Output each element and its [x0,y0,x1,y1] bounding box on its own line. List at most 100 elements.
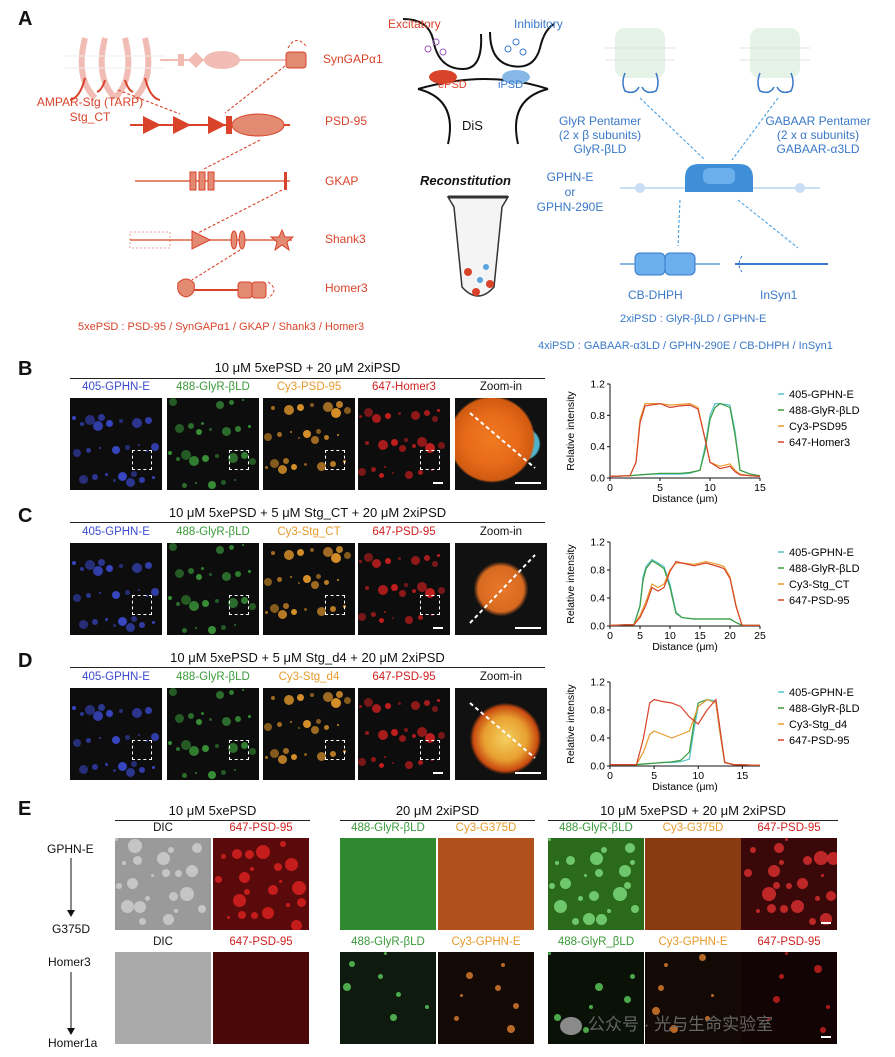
y-axis-label: Relative intensity [565,391,577,471]
fluorescence-image [340,952,436,1044]
series-line [610,698,761,766]
legend-label: 488-GlyR-βLD [789,703,860,715]
glyr-sub: (2 x β subunits) [558,128,642,142]
dic-image [115,838,211,930]
series-line [609,560,760,626]
panel-e-col1-title: 10 μM 5xePSD [168,803,257,818]
channel-label: Cy3-GPHN-E [451,936,521,948]
gphn-or-label: or [564,185,576,199]
panel-letter-a: A [18,8,33,30]
fluorescence-image [645,838,741,930]
panel-letter-e: E [18,798,32,820]
channel-label: 405-GPHN-E [82,526,150,538]
x-tick-label: 5 [651,770,657,782]
series-line [609,403,761,477]
row2-arrow-icon [67,972,75,1035]
synapse-diagram [402,18,555,297]
row1-left-bottom: G375D [52,922,91,936]
x-tick-label: 10 [704,482,716,494]
channel-label: DIC [153,936,173,948]
zoom-in-image [455,543,547,635]
glyr-name: GlyR-βLD [573,142,627,156]
fluorescence-image [167,543,259,635]
channel-label: 647-Homer3 [372,381,436,393]
row1-arrow-icon [67,858,75,917]
insyn1-label: InSyn1 [760,288,798,302]
series-line [609,402,761,477]
channel-label: 405-GPHN-E [82,381,150,393]
ipsd-protein-schematic [605,28,828,276]
expsd-definition: 5xePSD : PSD-95 / SynGAPα1 / GKAP / Shan… [78,321,365,333]
panel-e-col3-title: 10 μM 5xePSD + 20 μM 2xiPSD [600,803,786,818]
row1-left-top: GPHN-E [47,842,94,856]
channel-label: Cy3-G375D [662,822,724,834]
channel-label: 488-GlyR-βLD [559,822,633,834]
epsd-protein-schematic [65,37,307,299]
channel-label: 647-PSD-95 [372,671,436,683]
series-line [609,560,760,626]
channel-label: 647-PSD-95 [757,936,821,948]
gaba-sub: (2 x α subunits) [776,128,860,142]
y-tick-label: 1.2 [590,379,605,391]
cbdhph-label: CB-DHPH [628,288,683,302]
legend-label: Cy3-Stg_d4 [789,719,847,731]
y-tick-label: 0.8 [590,410,605,422]
x-tick-label: 0 [607,770,613,782]
y-tick-label: 1.2 [590,537,605,549]
x-axis-label: Distance (μm) [652,493,718,504]
panel-e-col2-title: 20 μM 2xiPSD [395,803,480,818]
watermark: 公众号 · 光与生命实验室 [560,1010,773,1035]
channel-label: Zoom-in [479,526,523,538]
row2-left-top: Homer3 [48,955,91,969]
chart-axes [609,384,760,479]
fluorescence-image [548,838,644,930]
y-tick-label: 0.4 [590,593,605,605]
fluorescence-image [645,952,741,1044]
gphn-e-label: GPHN-E [546,170,594,184]
channel-label: 488-GlyR-βLD [176,526,250,538]
fluorescence-image [213,952,309,1044]
glyr-title: GlyR Pentamer [558,114,642,128]
zoom-in-image [455,398,547,490]
channel-label: Cy3-Stg_CT [277,526,341,538]
epsd-label: ePSD [438,79,467,91]
fluorescence-image [438,838,534,930]
ampar-label: AMPAR-Stg (TARP) [36,95,144,109]
gaba-name: GABAAR-α3LD [776,142,860,156]
fluorescence-image [358,543,450,635]
channel-label: 488-GlyR-βLD [351,936,425,948]
y-tick-label: 0.4 [590,733,605,745]
series-line [609,402,761,477]
shank3-label: Shank3 [325,232,366,246]
inhibitory-label: Inhibitory [514,17,563,31]
panel-letter-d: D [18,650,33,672]
channel-label: Zoom-in [479,381,523,393]
x-tick-label: 15 [737,770,749,782]
legend-label: 405-GPHN-E [789,547,854,559]
y-tick-label: 0.0 [590,621,605,633]
wechat-icon [560,1016,582,1035]
x-tick-label: 10 [664,630,676,642]
fourxi-definition: 4xiPSD : GABAAR-α3LD / GPHN-290E / CB-DH… [538,340,833,352]
fluorescence-image [263,688,355,780]
x-tick-label: 5 [657,482,663,494]
fluorescence-image [548,952,644,1044]
channel-label: 488-GlyR-βLD [351,822,425,834]
gphn-290e-label: GPHN-290E [536,200,604,214]
y-tick-label: 0.8 [590,705,605,717]
x-tick-label: 0 [607,482,613,494]
y-tick-label: 0.0 [590,761,605,773]
twoxi-definition: 2xiPSD : GlyR-βLD / GPHN-E [620,313,767,325]
x-tick-label: 15 [694,630,706,642]
y-tick-label: 0.8 [590,565,605,577]
legend-label: Cy3-Stg_CT [789,579,850,591]
channel-label: Cy3-G375D [455,822,517,834]
series-line [609,560,760,626]
gkap-label: GKAP [325,174,359,188]
channel-label: Zoom-in [479,671,523,683]
fluorescence-image [263,543,355,635]
legend-label: 647-Homer3 [789,437,850,449]
